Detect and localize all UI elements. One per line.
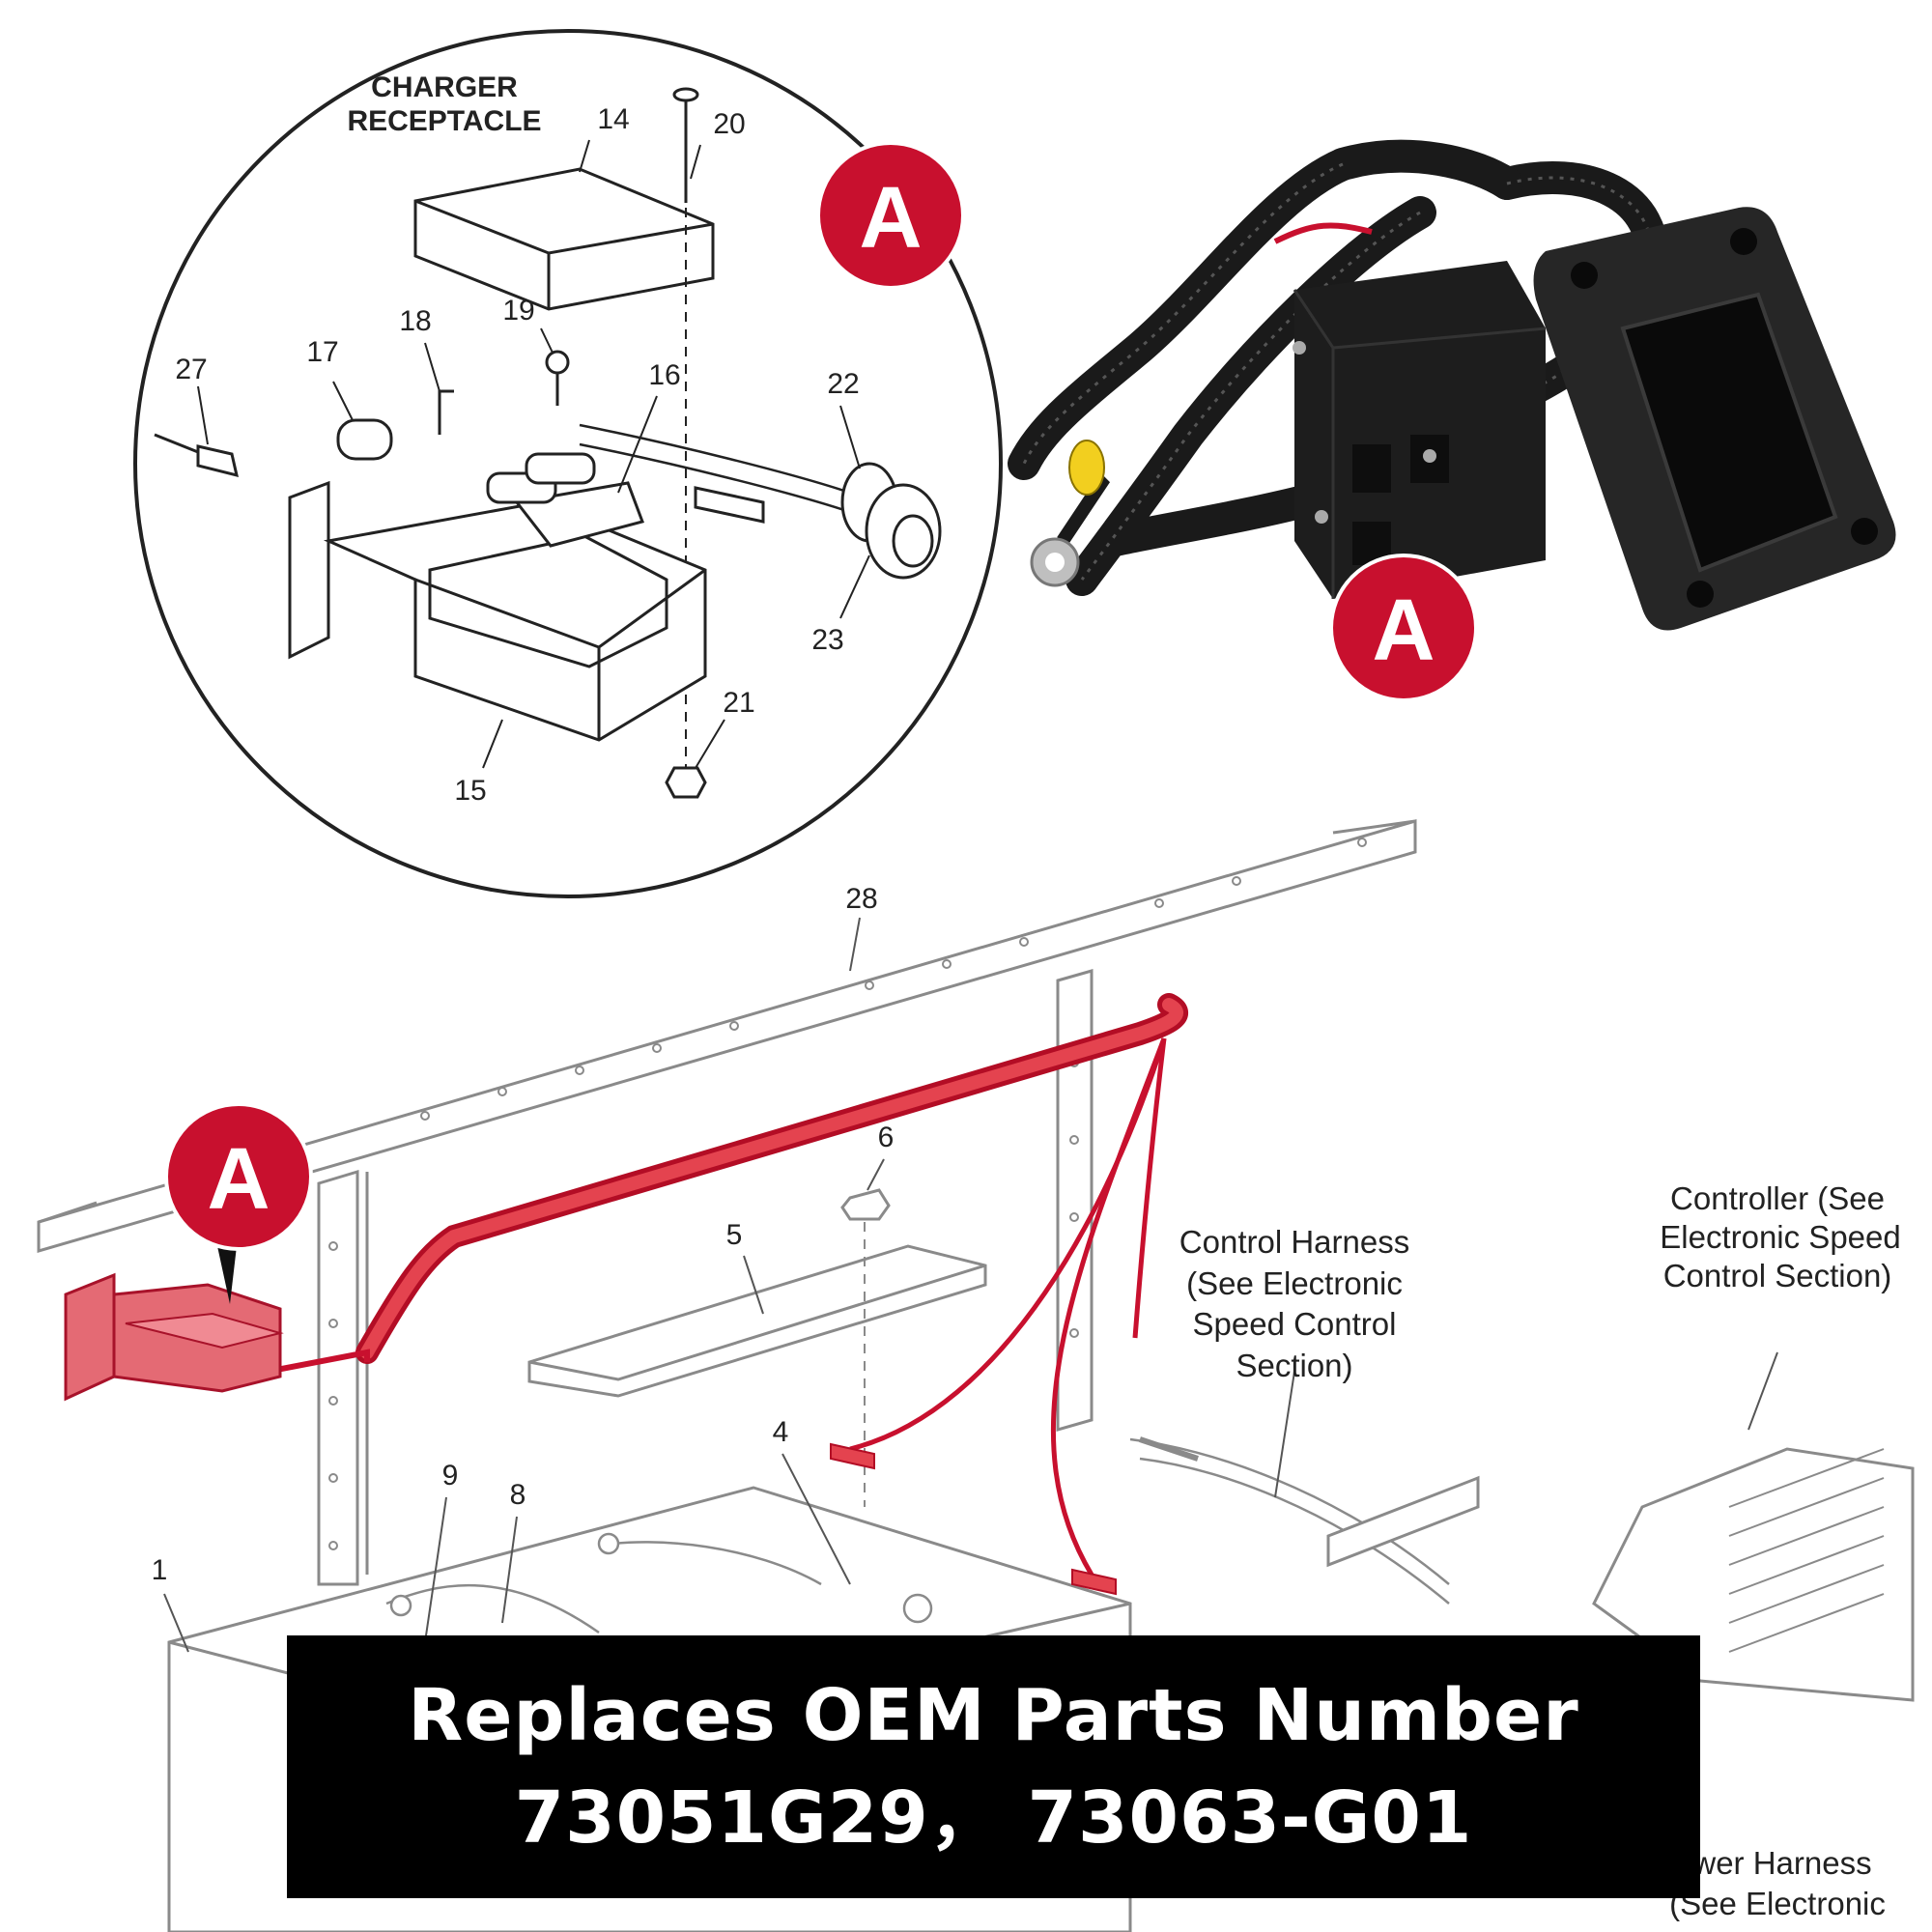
part-label-9: 9 <box>442 1460 459 1492</box>
part-label-17: 17 <box>306 336 338 368</box>
part-label-27: 27 <box>175 354 207 385</box>
svg-text:(See Electronic: (See Electronic <box>1669 1886 1886 1921</box>
oem-parts-banner: Replaces OEM Parts Number 73051G29， 7306… <box>287 1635 1700 1898</box>
svg-text:Section): Section) <box>1236 1348 1352 1383</box>
highlighted-charger-harness <box>64 993 1188 1596</box>
control-harness-label: Control Harness (See Electronic Speed Co… <box>1179 1224 1409 1383</box>
part-label-20: 20 <box>713 108 745 140</box>
part-label-5: 5 <box>726 1219 743 1251</box>
part-label-18: 18 <box>399 305 431 337</box>
part-label-28: 28 <box>845 883 877 915</box>
product-receptacle-photo <box>1008 139 1896 631</box>
part-label-22: 22 <box>827 368 859 400</box>
svg-text:Control Harness: Control Harness <box>1179 1224 1409 1260</box>
part-label-6: 6 <box>878 1122 895 1153</box>
part-label-8: 8 <box>510 1479 526 1511</box>
part-label-15: 15 <box>454 775 486 807</box>
power-harness-label: wer Harness (See Electronic <box>1669 1845 1886 1921</box>
banner-line-1: Replaces OEM Parts Number <box>408 1674 1579 1757</box>
callout-badge-inset: A <box>816 141 965 290</box>
inset-heading-line1: CHARGER <box>371 71 518 103</box>
controller-label: Controller (See Electronic Speed Control… <box>1660 1180 1900 1293</box>
part-label-23: 23 <box>811 624 843 656</box>
inset-heading-line2: RECEPTACLE <box>347 105 541 137</box>
inset-heading: CHARGER RECEPTACLE <box>347 71 541 137</box>
svg-text:A: A <box>208 1131 270 1228</box>
svg-text:Speed Control: Speed Control <box>1193 1306 1397 1342</box>
banner-line-2: 73051G29， 73063-G01 <box>514 1776 1473 1860</box>
inset-exploded-view <box>133 29 1003 898</box>
svg-text:A: A <box>860 170 923 267</box>
part-label-4: 4 <box>773 1416 789 1448</box>
part-label-16: 16 <box>648 359 680 391</box>
callout-badge-assembly: A <box>164 1102 313 1304</box>
svg-text:A: A <box>1373 582 1435 679</box>
callout-badge-product: A <box>1329 554 1478 702</box>
svg-text:Controller (See: Controller (See <box>1670 1180 1885 1216</box>
part-number-labels: 14 20 19 18 17 27 16 22 23 21 15 28 6 5 … <box>152 103 895 1586</box>
svg-text:(See Electronic: (See Electronic <box>1186 1265 1403 1301</box>
part-label-21: 21 <box>723 687 754 719</box>
part-label-1: 1 <box>152 1554 168 1586</box>
part-label-19: 19 <box>502 295 534 327</box>
part-label-14: 14 <box>597 103 629 135</box>
svg-text:Electronic Speed: Electronic Speed <box>1660 1219 1900 1255</box>
svg-text:wer Harness: wer Harness <box>1691 1845 1871 1881</box>
svg-text:Control Section): Control Section) <box>1663 1258 1892 1293</box>
